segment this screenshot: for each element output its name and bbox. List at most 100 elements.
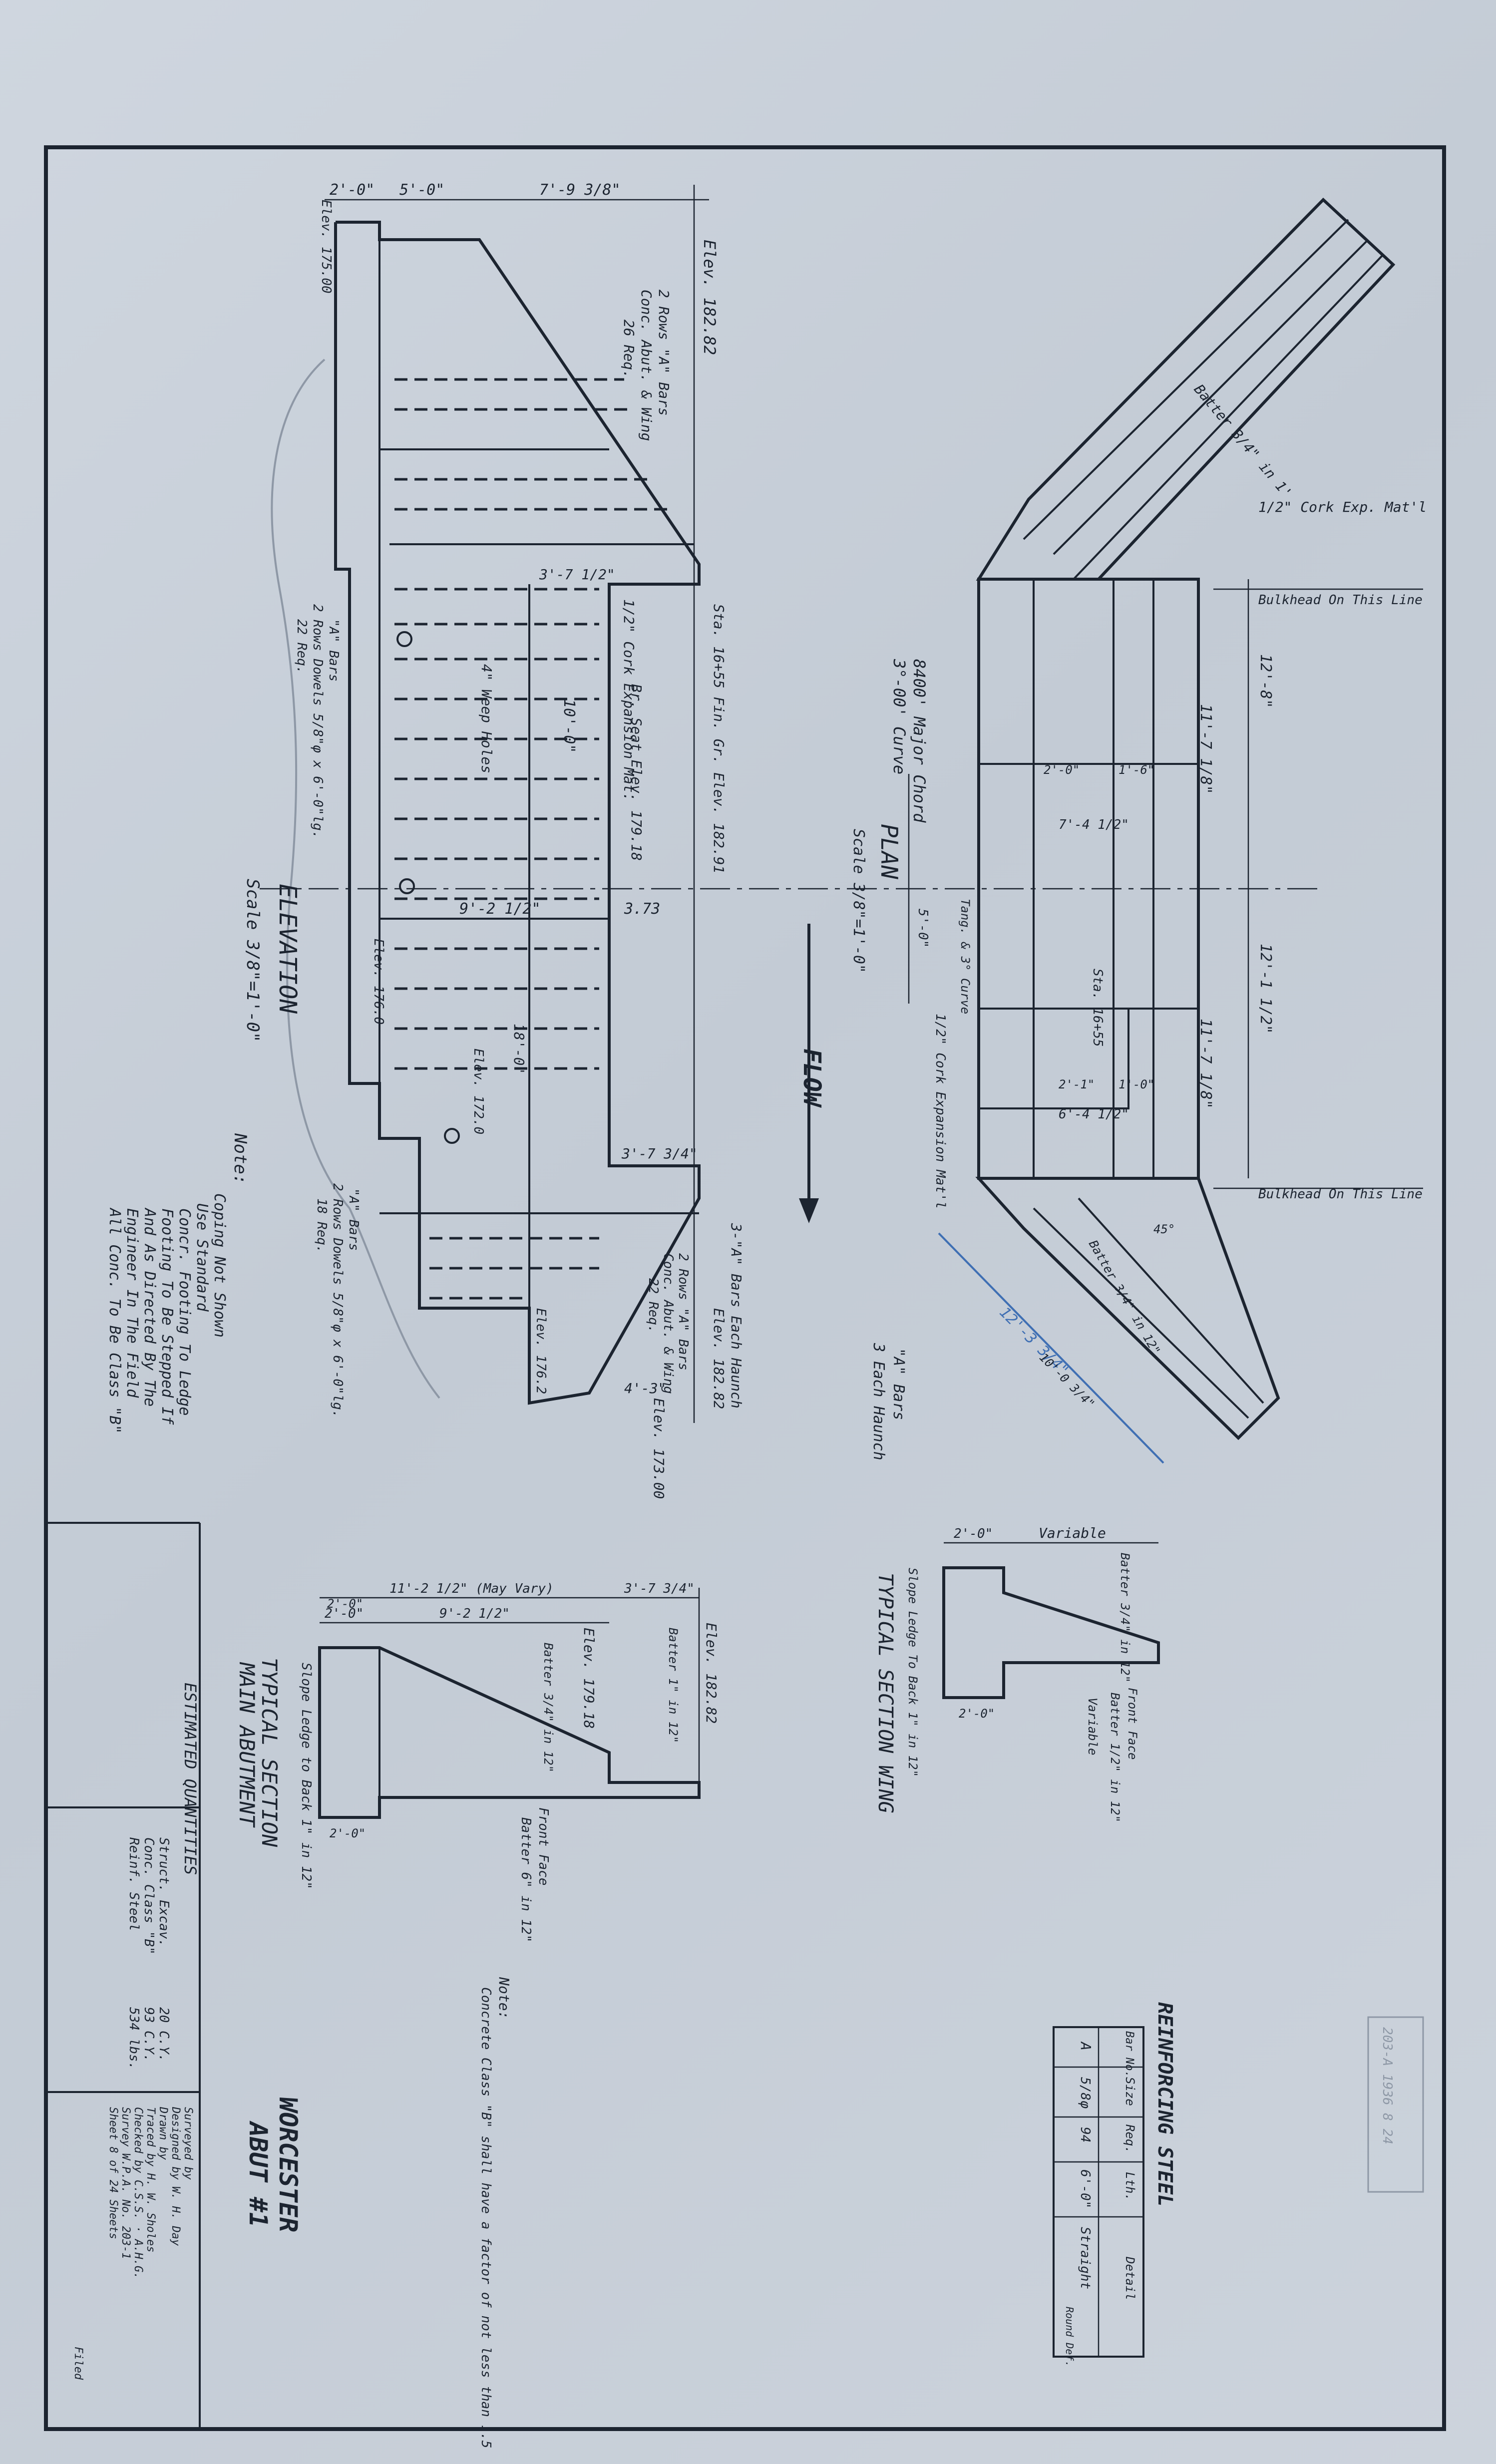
- callout: Sta. 16+55 Fin. Gr. Elev. 182.91: [711, 604, 727, 873]
- filed-label: Filed: [72, 2347, 84, 2380]
- plan-label: 1/2" Cork Expansion Mat'l: [933, 1014, 948, 1209]
- reinforcing-title: REINFORCING STEEL: [1153, 2002, 1176, 2206]
- reinforcing-header: Bar No.: [1123, 2031, 1135, 2078]
- dim-text: Elev. 182.82: [703, 1623, 720, 1724]
- reinforcing-cell: A: [1078, 2041, 1094, 2051]
- reinforcing-note: Round Def.: [1064, 2307, 1076, 2367]
- dim-text: 45°: [1153, 1222, 1175, 1236]
- weep-hole: [399, 878, 415, 894]
- callout: 22 Req.: [294, 619, 309, 674]
- title-block: WORCESTER ABUT #1 Surveyed by Designed b…: [72, 2097, 303, 2380]
- dim-text: 10'-0 3/4": [1037, 1350, 1098, 1411]
- flow-label: FLOW: [798, 1049, 826, 1108]
- callout: 9'-2 1/2": [459, 900, 541, 918]
- callout: 26 Req.: [621, 320, 637, 378]
- dim-text: 2'-0": [327, 1597, 363, 1611]
- dim-text: Front Face: [1125, 1688, 1139, 1760]
- dim-text: 2'-1": [1059, 1077, 1095, 1091]
- callout: 10'-0": [560, 699, 578, 753]
- plan-label: "A" Bars: [890, 1348, 907, 1420]
- reinforcing-cell: 6'-0": [1078, 2169, 1093, 2208]
- plan-label: Bulkhead On This Line: [1258, 1187, 1423, 1202]
- dim-text: 3'-7 3/4": [624, 1581, 695, 1596]
- reinforcing-steel-table: REINFORCING STEEL Bar No. Size Req. Lth.…: [1053, 2002, 1176, 2367]
- dim-text: 2'-0": [330, 181, 374, 199]
- section-note-label: Note:: [496, 1977, 512, 2019]
- callout: Elev. 173.00: [651, 1398, 667, 1499]
- dim-text: Slope Ledge To Back 1" in 12": [906, 1568, 920, 1777]
- note-line: All Conc. To Be Class "B": [106, 1207, 123, 1434]
- callout: Elev. 172.0: [471, 1049, 486, 1134]
- section-note: Concrete Class "B" shall have a factor o…: [478, 1987, 493, 2449]
- quantity-value: 534 lbs.: [126, 2007, 141, 2070]
- abutment-outline: [334, 221, 701, 1405]
- plan-label: Sta. 16+55: [1090, 969, 1105, 1047]
- note-line: Use Standard: [193, 1203, 211, 1312]
- plan-pocket: [978, 763, 1035, 1010]
- curve-label: 3°-00' Curve: [890, 659, 909, 774]
- dim-text: 2'-0": [1044, 763, 1080, 777]
- plan-pocket: [978, 1008, 1129, 1109]
- quantity-value: 93 C.Y.: [141, 2007, 156, 2062]
- estimated-quantities: ESTIMATED QUANTITIES Struct. Excav. Conc…: [126, 1683, 200, 2070]
- upper-wing: [976, 197, 1396, 581]
- note-line: Engineer In The Field: [123, 1208, 141, 1398]
- elevation-title: ELEVATION: [274, 884, 302, 1014]
- title-row: Checked by C.S.S. · A.H.G.: [132, 2107, 144, 2279]
- flow-arrowhead: [799, 1198, 819, 1223]
- dim-text: 1'-6": [1119, 763, 1154, 777]
- callout: 4'-3": [624, 1380, 666, 1397]
- main-section-outline: [318, 1646, 701, 1819]
- dim-text: Elev. 175.00: [319, 200, 334, 294]
- dim-text: 12'-8": [1257, 654, 1274, 708]
- dim-text: Batter 1" in 12": [666, 1628, 680, 1743]
- quantity-value: 20 C.Y.: [156, 2007, 171, 2062]
- reinforcing-header: Lth.: [1123, 2172, 1137, 2201]
- callout: 18 Req.: [314, 1198, 329, 1253]
- title-row: Survey W.P.A. No. 203-1: [119, 2107, 132, 2259]
- dim-text: Batter 3/4" in 12": [541, 1643, 555, 1772]
- elevation-rebar: [394, 378, 669, 1300]
- title-row: Designed by W. H. Day: [169, 2107, 182, 2246]
- title-row: Surveyed by: [182, 2107, 194, 2180]
- plan-title: PLAN: [876, 824, 903, 879]
- wing-line: [1033, 1207, 1249, 1419]
- blue-dimension: [938, 1232, 1164, 1464]
- dim-text: 9'-2 1/2": [439, 1606, 510, 1621]
- plan-label: Bulkhead On This Line: [1258, 593, 1423, 608]
- dim-text: Variable: [1039, 1525, 1106, 1541]
- dim-text: 7'-4 1/2": [1059, 817, 1129, 832]
- dim-text: 5'-0": [915, 909, 930, 948]
- dim-text: 11'-7 1/8": [1197, 704, 1214, 794]
- note-line: Footing To Be Stepped If: [158, 1208, 176, 1425]
- wing-section: TYPICAL SECTION WING 2'-0" Variable Batt…: [874, 1525, 1160, 1822]
- reinforcing-header: Req.: [1123, 2124, 1137, 2153]
- ground-profile: [271, 358, 440, 1399]
- wing-section-title: TYPICAL SECTION WING: [874, 1573, 897, 1813]
- plan-label: Tang. & 3° Curve: [958, 899, 972, 1014]
- section-subtitle: MAIN ABUTMENT: [235, 1662, 259, 1828]
- callout: 2 Rows Dowels 5/8"φ x 6'-0"lg.: [310, 604, 325, 839]
- dim-text: 2'-0": [954, 1526, 993, 1541]
- elevation-view: ELEVATION Scale 3/8"=1'-0" 2'-0" 5'-0" 7…: [243, 181, 1318, 1499]
- dim-text: 11'-2 1/2" (May Vary): [389, 1581, 554, 1596]
- callout: 3'-7 3/4": [621, 1145, 698, 1162]
- callout: "A" Bars: [346, 1188, 361, 1251]
- title-line-2: ABUT #1: [244, 2120, 273, 2227]
- title-line-1: WORCESTER: [274, 2097, 303, 2232]
- dim-text: 2'-0": [330, 1826, 366, 1840]
- callout: 3'-7 1/2": [539, 566, 615, 583]
- callout: Elev. 176.0: [371, 939, 386, 1025]
- plan-label: 3 Each Haunch: [870, 1343, 887, 1460]
- reinforcing-header: Size: [1123, 2077, 1137, 2106]
- dim-text: Elev. 179.18: [581, 1628, 597, 1729]
- filing-stamp: 203-A 1936 8 24: [1380, 2027, 1395, 2144]
- callout: 22 Req.: [646, 1278, 661, 1333]
- dim-text: 7'-9 3/8": [539, 181, 621, 199]
- quantities-title: ESTIMATED QUANTITIES: [181, 1683, 200, 1875]
- quantity-item: Conc. Class "B": [141, 1837, 156, 1955]
- dim-text: 2'-0": [959, 1707, 995, 1721]
- quantity-item: Struct. Excav.: [156, 1837, 171, 1947]
- title-row: Traced by H. W. Sholes: [144, 2107, 157, 2252]
